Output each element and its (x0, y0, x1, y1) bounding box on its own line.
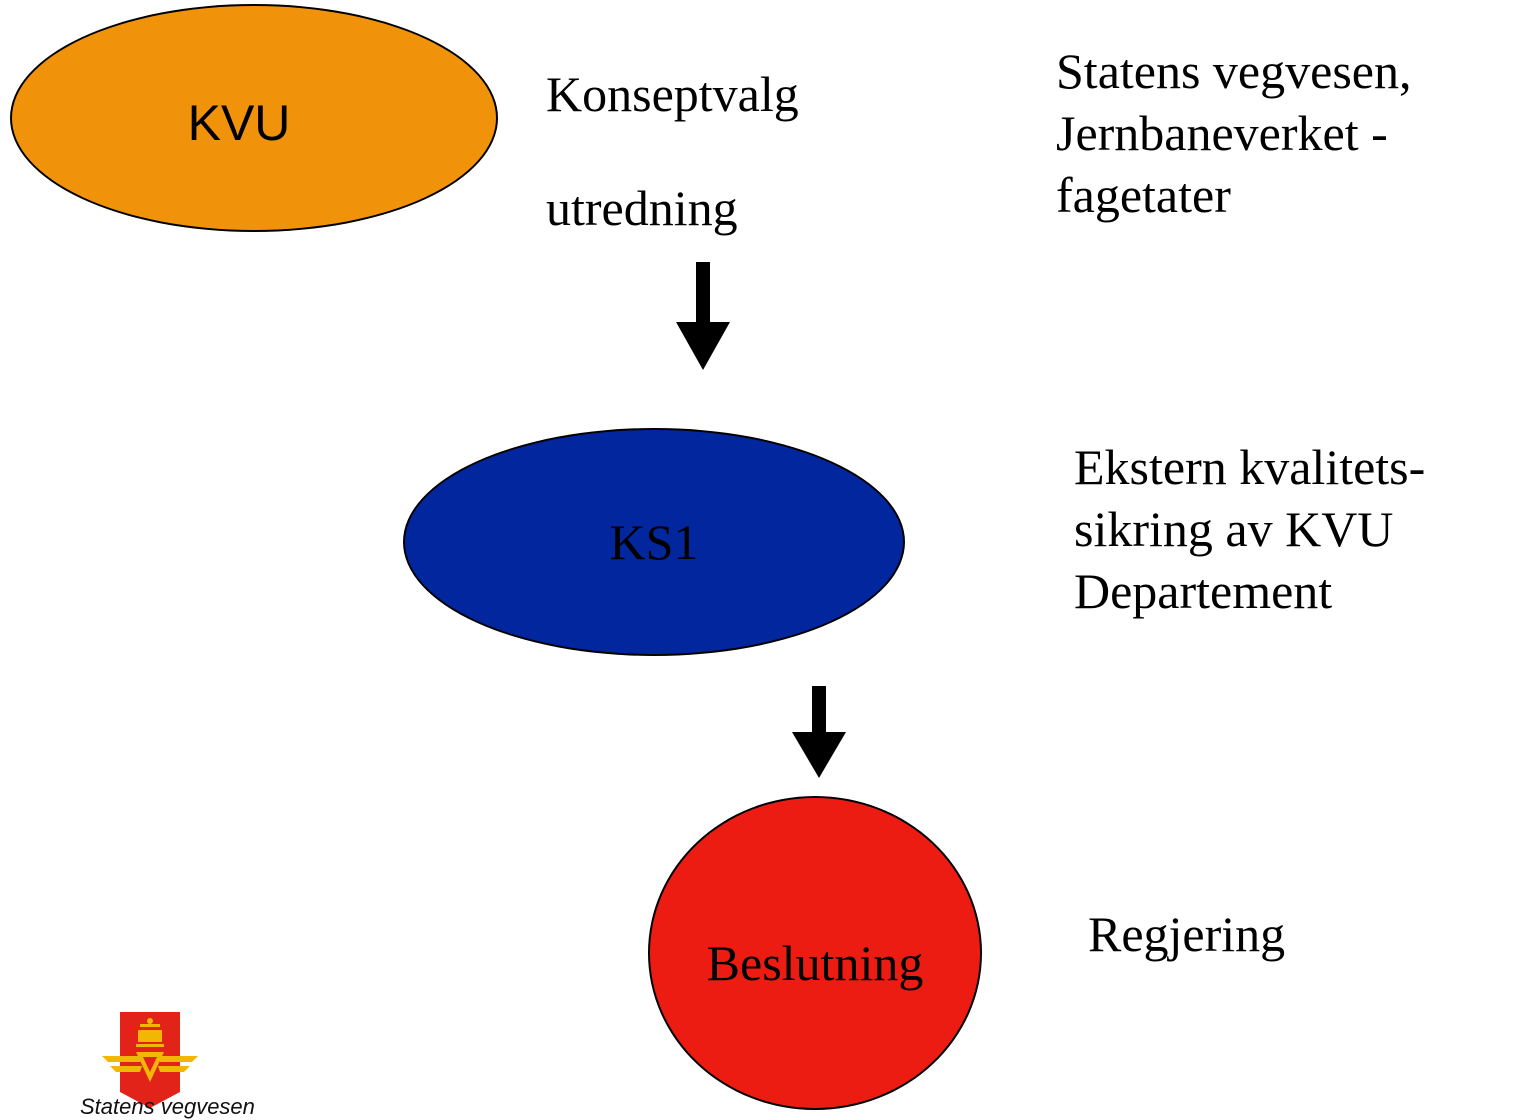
kvu-responsible-line-3: fagetater (1056, 167, 1231, 223)
kvu-description-line-1: Konseptvalg (546, 66, 799, 122)
ks1-node: KS1 (403, 428, 905, 656)
logo-text: Statens vegvesen (80, 1094, 255, 1119)
ks1-description-line-1: Ekstern kvalitets- (1074, 439, 1426, 495)
ks1-description-line-2: sikring av KVU (1074, 501, 1394, 557)
kvu-responsible-text: Statens vegvesen, Jernbaneverket - faget… (1056, 40, 1411, 226)
beslutning-label: Beslutning (706, 935, 924, 991)
ks1-description-text: Ekstern kvalitets- sikring av KVU Depart… (1074, 436, 1425, 622)
kvu-label: KVU (187, 95, 291, 151)
ks1-label: KS1 (609, 514, 699, 570)
statens-vegvesen-logo-icon (102, 1012, 198, 1108)
kvu-node: KVU (10, 4, 498, 232)
down-arrow-icon (676, 262, 730, 370)
kvu-description-line-2: utredning (546, 180, 738, 236)
beslutning-node: Beslutning (648, 796, 982, 1110)
kvu-responsible-line-1: Statens vegvesen, (1056, 43, 1412, 99)
beslutning-responsible-text: Regjering (1088, 906, 1286, 962)
kvu-responsible-line-2: Jernbaneverket - (1056, 105, 1388, 161)
down-arrow-icon (792, 686, 846, 778)
ks1-description-line-3: Departement (1074, 563, 1333, 619)
